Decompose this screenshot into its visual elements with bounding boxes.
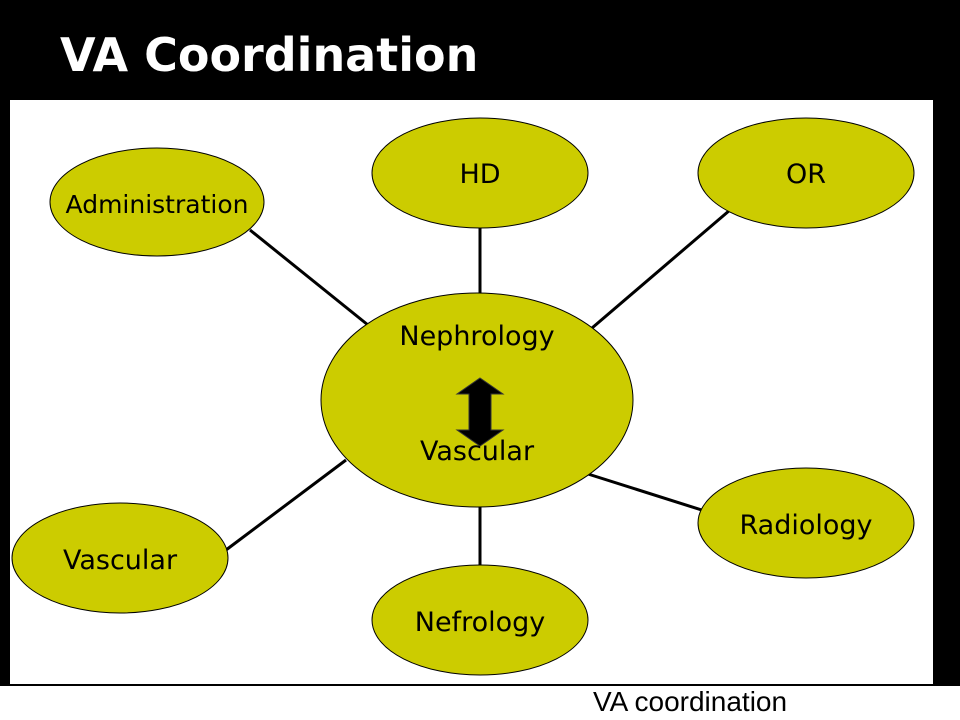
node-or-label: OR bbox=[786, 159, 826, 190]
node-administration: Administration bbox=[49, 147, 265, 257]
connector-radiology bbox=[587, 472, 709, 514]
node-radiology-label: Radiology bbox=[739, 510, 872, 541]
connector-vascular bbox=[225, 458, 347, 552]
node-vascular: Vascular bbox=[11, 502, 229, 614]
footer-caption: VA coordination bbox=[593, 686, 788, 717]
connector-administration bbox=[249, 228, 369, 327]
footer-bar bbox=[0, 686, 960, 720]
connector-or bbox=[591, 208, 731, 330]
center-top-label: Nephrology bbox=[399, 321, 554, 352]
node-vascular-label: Vascular bbox=[63, 545, 178, 576]
node-administration-label: Administration bbox=[66, 190, 249, 219]
center-node: Nephrology Vascular bbox=[320, 292, 634, 508]
node-or: OR bbox=[697, 117, 915, 229]
center-bottom-label: Vascular bbox=[420, 436, 535, 467]
node-hd: HD bbox=[371, 117, 589, 229]
node-hd-label: HD bbox=[459, 159, 500, 190]
node-radiology: Radiology bbox=[697, 467, 915, 579]
node-nefrology: Nefrology bbox=[371, 564, 589, 676]
slide-title: VA Coordination bbox=[60, 28, 479, 82]
double-arrow-vertical-icon bbox=[455, 377, 505, 447]
node-nefrology-label: Nefrology bbox=[415, 607, 545, 638]
